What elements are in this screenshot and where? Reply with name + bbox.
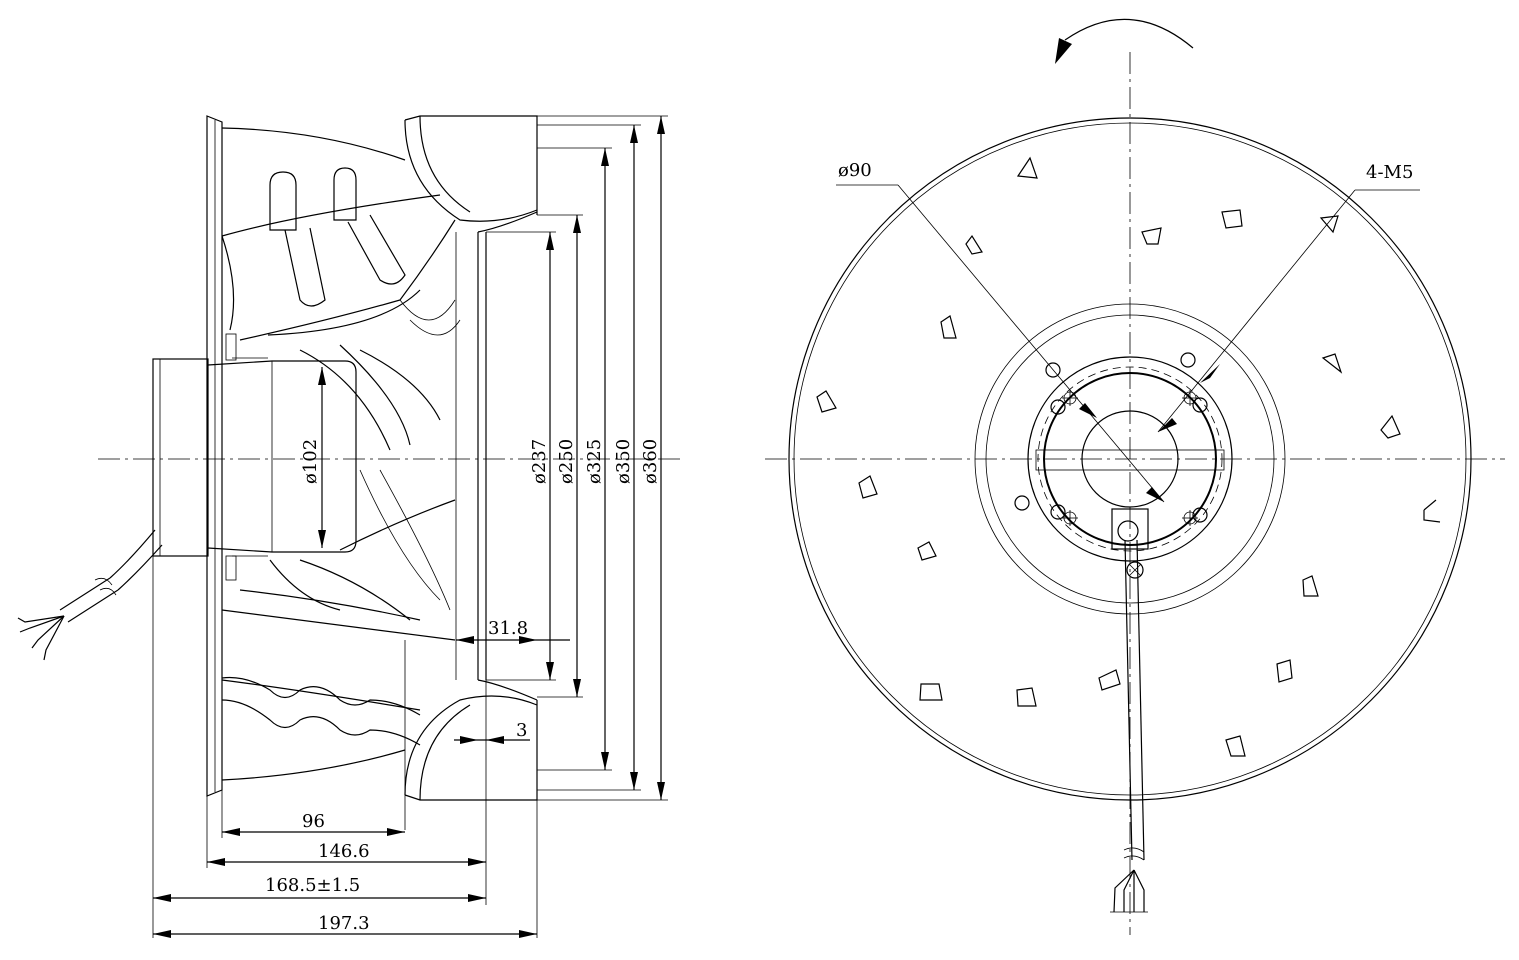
- front-d90-label: ø90: [838, 160, 872, 181]
- dim-96-label: 96: [302, 811, 325, 832]
- side-view-dimensions: ø102 ø237 ø250 ø325 ø350: [152, 115, 668, 938]
- dim-197-3-label: 197.3: [318, 913, 370, 934]
- dim-d360-label: ø360: [640, 439, 661, 484]
- front-view: ø90 4-M5: [765, 18, 1505, 935]
- dim-d102-label: ø102: [300, 439, 321, 484]
- dim-146-6-label: 146.6: [318, 841, 370, 862]
- dim-31-8-label: 31.8: [488, 618, 528, 639]
- side-view: [17, 115, 680, 830]
- dim-d350-label: ø350: [613, 439, 634, 484]
- dim-d237-label: ø237: [529, 439, 550, 484]
- dim-d250-label: ø250: [556, 439, 577, 484]
- front-4m5-label: 4-M5: [1366, 162, 1413, 183]
- dim-3-label: 3: [516, 720, 527, 741]
- dim-168-5-label: 168.5±1.5: [265, 875, 360, 896]
- dim-d325-label: ø325: [584, 439, 605, 484]
